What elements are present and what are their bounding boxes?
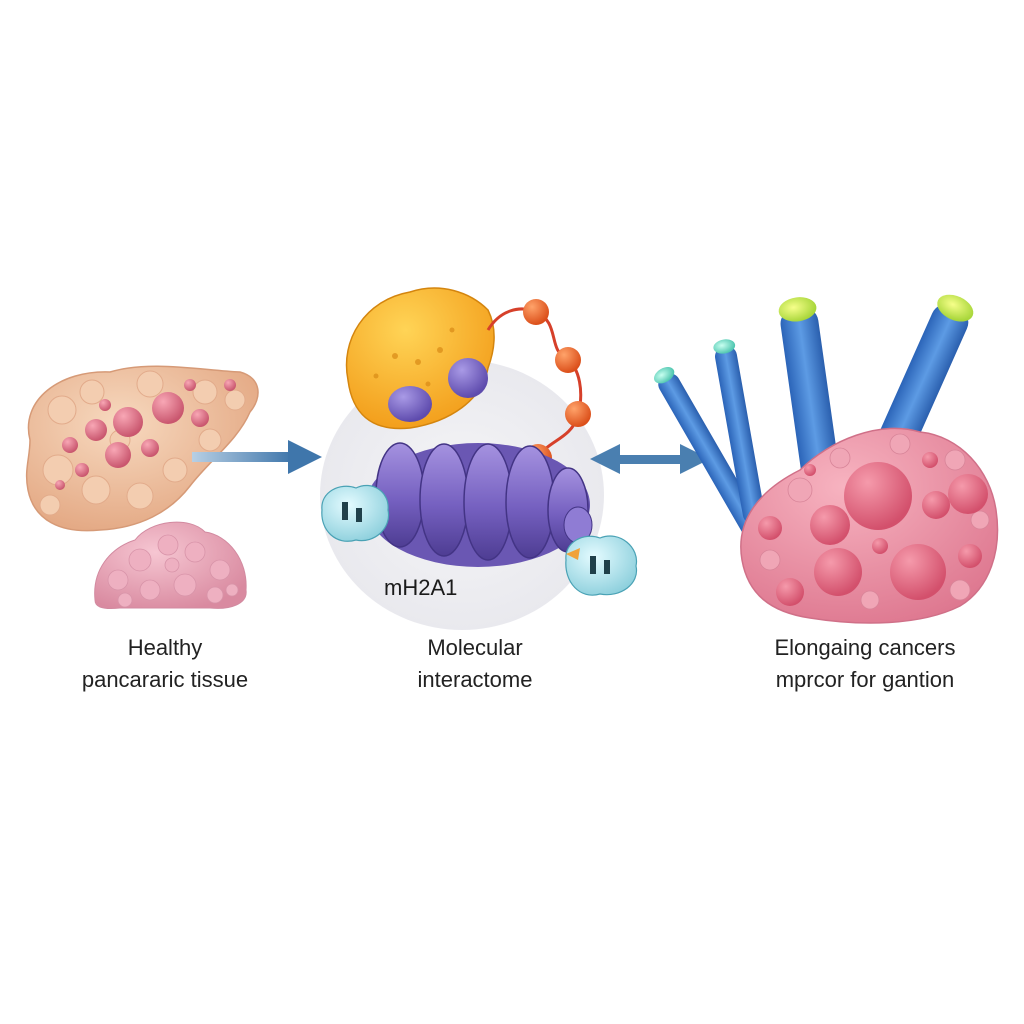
protein-complex-icon xyxy=(345,287,495,430)
cancer-caption: Elongaing cancers mprcor for gantion xyxy=(730,632,1000,696)
healthy-caption-line2: pancararic tissue xyxy=(81,667,249,692)
small-protein-right-icon xyxy=(565,535,638,596)
cancer-caption-line1: Elongaing cancers xyxy=(774,635,956,660)
arrow-bidirectional xyxy=(590,444,710,474)
small-tissue-icon xyxy=(94,521,247,609)
interactome-caption-line1: Molecular xyxy=(427,635,523,660)
healthy-tissue-caption: Healthy pancararic tissue xyxy=(40,632,290,696)
healthy-tissue-icon xyxy=(25,365,259,532)
interactome-caption: Molecular interactome xyxy=(360,632,590,696)
arrow-to-interactome xyxy=(192,440,322,474)
histone-label: mH2A1 xyxy=(384,575,458,600)
cancer-caption-line2: mprcor for gantion xyxy=(775,667,955,692)
healthy-caption-line1: Healthy xyxy=(127,635,203,660)
tumor-mass-icon xyxy=(740,427,999,624)
small-protein-left-icon xyxy=(321,484,390,542)
interactome-caption-line2: interactome xyxy=(417,667,533,692)
